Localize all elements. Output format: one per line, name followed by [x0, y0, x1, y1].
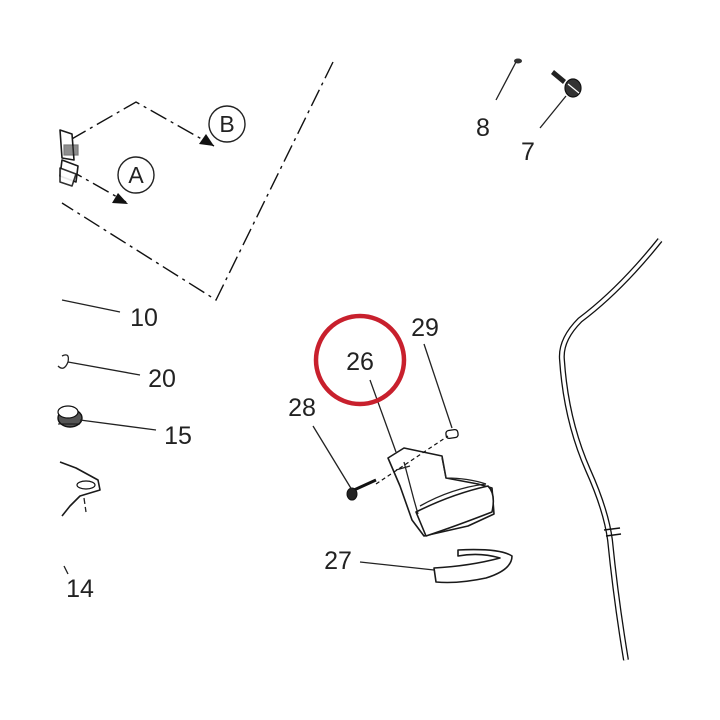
left-mechanism-fragment	[59, 129, 79, 187]
callout-labels: 8 7 10 20 15 14 29 26 28 27	[66, 114, 535, 603]
leader-7	[539, 95, 567, 129]
highlight-ring	[313, 313, 407, 407]
callout-29: 29	[411, 314, 439, 342]
leader-20	[67, 361, 141, 376]
part-20-clip	[57, 354, 70, 369]
arrow-head-b	[199, 134, 214, 146]
callout-28: 28	[288, 394, 316, 422]
view-marker-b-label: B	[219, 111, 234, 137]
leader-28	[312, 425, 353, 491]
leader-8	[495, 61, 517, 101]
guide-line-outer	[61, 61, 334, 302]
callout-20: 20	[148, 365, 176, 393]
callout-14: 14	[66, 575, 94, 603]
leader-15	[79, 419, 157, 431]
part-27-band	[433, 548, 513, 584]
leader-10	[61, 299, 121, 313]
view-marker-a: A	[117, 156, 155, 194]
callout-15: 15	[164, 422, 192, 450]
leader-lines	[61, 61, 567, 575]
part-7-screw	[551, 70, 582, 98]
leader-26	[369, 379, 397, 453]
leader-14	[63, 565, 69, 575]
guide-line-b	[69, 101, 215, 147]
callout-10: 10	[130, 304, 158, 332]
assembly-guide-lines	[61, 61, 334, 302]
leader-29	[423, 343, 453, 429]
part-26-holder	[375, 435, 495, 537]
callout-8: 8	[476, 114, 490, 142]
part-15-gear	[57, 405, 83, 428]
callout-26: 26	[346, 348, 374, 376]
view-marker-b: B	[208, 105, 246, 143]
part-29-pin	[445, 428, 459, 440]
callout-27: 27	[324, 547, 352, 575]
view-marker-a-label: A	[128, 162, 144, 188]
part-28-screw	[346, 478, 377, 501]
callout-7: 7	[521, 138, 535, 166]
cable	[558, 238, 663, 661]
arrow-head-a	[112, 193, 128, 204]
leader-27	[359, 561, 435, 571]
part-14-bracket	[59, 461, 101, 517]
